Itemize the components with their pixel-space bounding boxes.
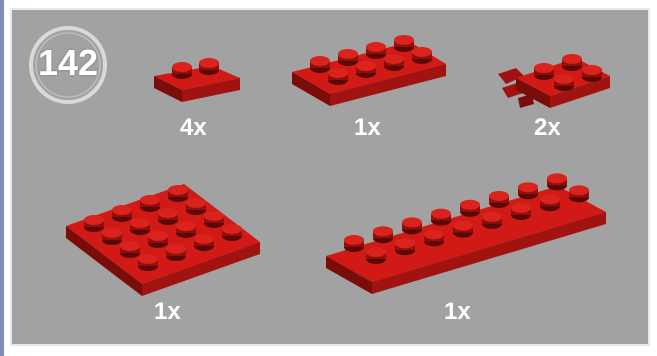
quantity-label-plate-2x2-clips: 2x [534,114,561,142]
step-number: 142 [28,38,108,88]
brick-plate-2x8-icon [324,178,608,302]
brick-plate-4x4-icon [64,180,264,300]
quantity-label-plate-2x8: 1x [444,298,471,326]
quantity-label-plate-4x4: 1x [154,298,181,326]
quantity-label-plate-1x2: 4x [180,114,207,142]
brick-plate-2x2-clips-icon [494,38,614,114]
parts-list-panel: 142 4x [10,8,650,346]
brick-plate-1x2-icon [152,52,242,106]
quantity-label-plate-2x4: 1x [354,114,381,142]
brick-plate-2x4-icon [290,28,450,110]
page-edge-stripe [0,0,4,356]
